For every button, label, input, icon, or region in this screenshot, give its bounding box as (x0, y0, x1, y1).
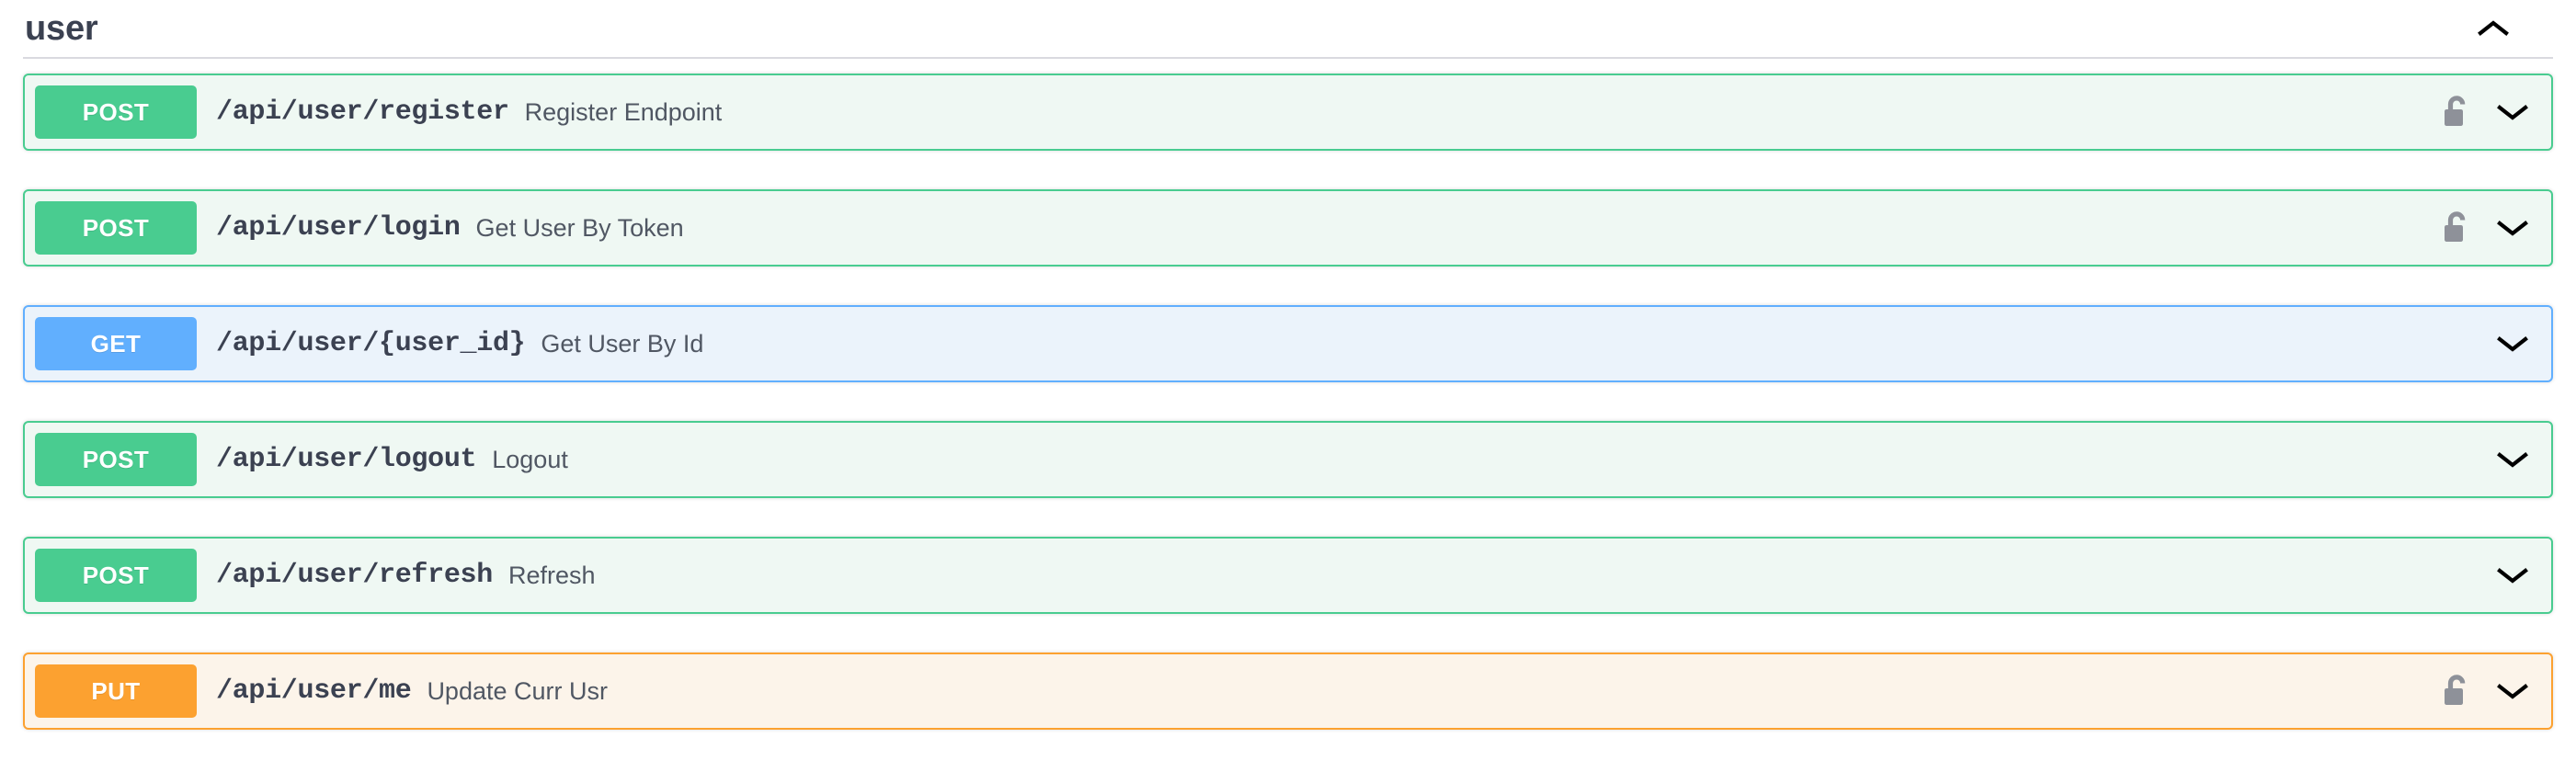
operation-row-post-4[interactable]: POST /api/user/refresh Refresh (23, 537, 2553, 614)
http-method-badge: POST (35, 433, 197, 486)
operation-summary: Get User By Token (475, 213, 684, 242)
operation-path: /api/user/refresh (216, 560, 493, 591)
chevron-up-icon[interactable] (2476, 17, 2511, 40)
operation-controls (2494, 332, 2531, 356)
operation-row-post-3[interactable]: POST /api/user/logout Logout (23, 421, 2553, 498)
tag-header-controls (2476, 17, 2511, 40)
operation-row-put-5[interactable]: PUT /api/user/me Update Curr Usr (23, 652, 2553, 730)
operation-summary: Update Curr Usr (427, 676, 608, 705)
operation-controls (2441, 674, 2531, 709)
chevron-down-icon[interactable] (2494, 563, 2531, 587)
operation-row-post-0[interactable]: POST /api/user/register Register Endpoin… (23, 74, 2553, 151)
http-method-badge: POST (35, 549, 197, 602)
operation-summary: Logout (492, 445, 568, 473)
unlocked-padlock-icon[interactable] (2441, 674, 2472, 709)
chevron-down-icon[interactable] (2494, 679, 2531, 703)
operation-summary: Refresh (507, 561, 596, 589)
chevron-down-icon[interactable] (2494, 216, 2531, 240)
unlocked-padlock-icon[interactable] (2441, 95, 2472, 130)
section-divider (23, 57, 2553, 59)
operation-row-post-1[interactable]: POST /api/user/login Get User By Token (23, 189, 2553, 267)
operation-path: /api/user/register (216, 96, 509, 128)
operation-path: /api/user/{user_id} (216, 328, 526, 359)
operation-row-get-2[interactable]: GET /api/user/{user_id} Get User By Id (23, 305, 2553, 382)
tag-header-user[interactable]: user (23, 0, 2553, 57)
http-method-badge: GET (35, 317, 197, 370)
operation-summary: Get User By Id (541, 329, 704, 357)
http-method-badge: PUT (35, 664, 197, 718)
operations-list: POST /api/user/register Register Endpoin… (23, 59, 2553, 730)
chevron-down-icon[interactable] (2494, 100, 2531, 124)
http-method-badge: POST (35, 85, 197, 139)
operation-controls (2441, 95, 2531, 130)
unlocked-padlock-icon[interactable] (2441, 210, 2472, 245)
chevron-down-icon[interactable] (2494, 332, 2531, 356)
operation-controls (2494, 563, 2531, 587)
page-title: user (25, 9, 98, 48)
operation-controls (2494, 448, 2531, 471)
http-method-badge: POST (35, 201, 197, 255)
operation-path: /api/user/me (216, 675, 412, 707)
operation-summary: Register Endpoint (524, 97, 723, 126)
operation-path: /api/user/login (216, 212, 461, 244)
operation-path: /api/user/logout (216, 444, 477, 475)
api-tag-section-user: user POST /api/user/register Register En… (23, 0, 2553, 730)
chevron-down-icon[interactable] (2494, 448, 2531, 471)
operation-controls (2441, 210, 2531, 245)
